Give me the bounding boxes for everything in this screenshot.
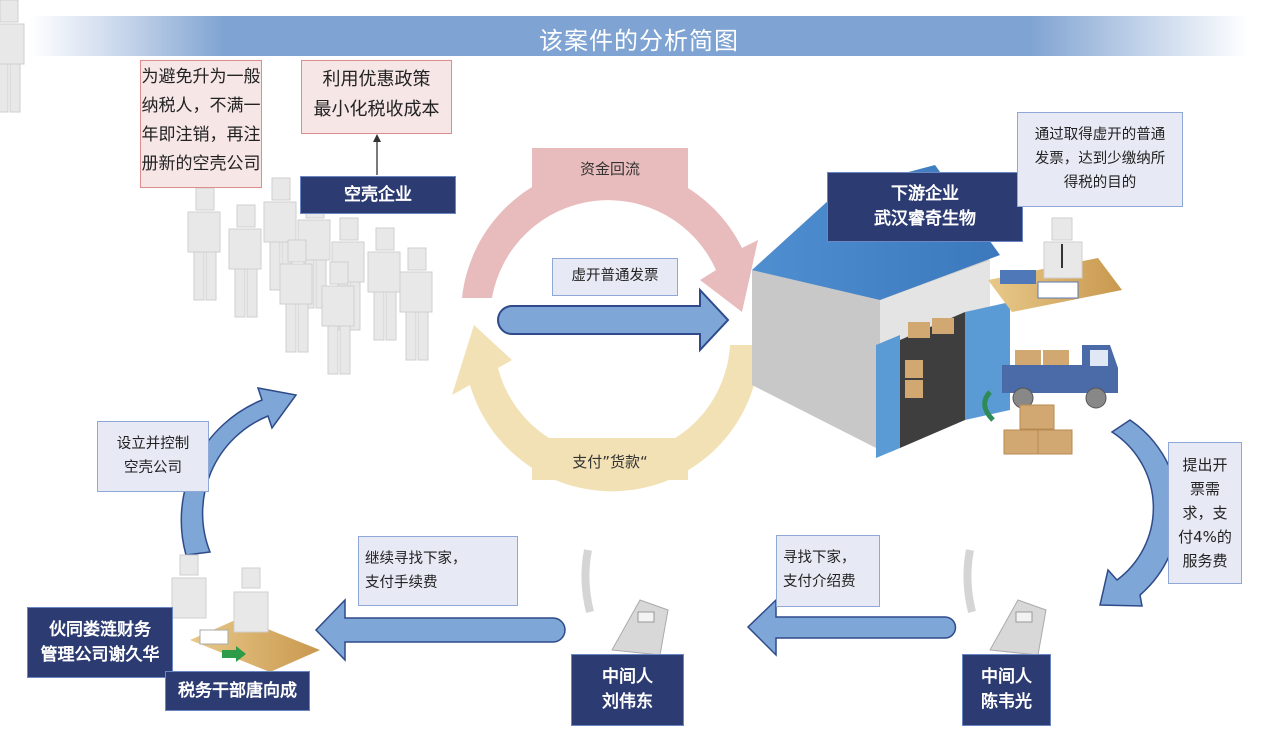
note-line: 册新的空壳公司 xyxy=(141,154,261,174)
telephone-icon-liu xyxy=(581,549,669,656)
note-line: 继续寻找下家， xyxy=(365,551,467,567)
note-line: 支付手续费 xyxy=(365,575,438,591)
note-establish-control: 设立并控制 空壳公司 xyxy=(97,421,209,492)
node-tax-official: 税务干部唐向成 xyxy=(165,671,310,711)
node-line: 下游企业 xyxy=(891,184,959,204)
title-banner: 该案件的分析简图 xyxy=(30,16,1248,56)
downstream-clerk-icon xyxy=(988,217,1122,312)
note-invoice-demand: 提出开 票需 求，支 付4%的 服务费 xyxy=(1168,442,1242,584)
node-line: 中间人 xyxy=(981,667,1032,687)
policy-connector-arrow xyxy=(373,134,381,175)
truck-icon xyxy=(1002,345,1118,409)
note-line: 纳税人，不满一 xyxy=(141,96,261,116)
invoice-demand-arrow xyxy=(1099,419,1180,607)
diagram-title: 该案件的分析简图 xyxy=(539,27,739,55)
find-buyers-arrow xyxy=(746,598,957,657)
note-line: 支付介绍费 xyxy=(783,574,856,590)
note-line: 得税的目的 xyxy=(1063,175,1137,191)
cargo-boxes-icon xyxy=(1003,404,1073,455)
node-middleman-liu: 中间人 刘伟东 xyxy=(571,654,684,726)
node-line: 管理公司谢久华 xyxy=(40,645,160,665)
node-line: 伙同娄涟财务 xyxy=(49,620,151,640)
note-avoid-general-taxpayer: 为避免升为一般 纳税人，不满一 年即注销，再注 册新的空壳公司 xyxy=(140,60,262,188)
note-line: 寻找下家， xyxy=(783,550,856,566)
node-line: 刘伟东 xyxy=(602,692,653,712)
note-line: 空壳公司 xyxy=(124,460,182,476)
note-use-preferential-policy: 利用优惠政策 最小化税收成本 xyxy=(301,60,452,134)
node-downstream-company: 下游企业 武汉睿奇生物 xyxy=(827,172,1023,242)
label-payment: 支付”货款“ xyxy=(572,453,648,471)
continue-find-buyers-arrow xyxy=(314,598,566,662)
shell-company-people-icon xyxy=(0,0,433,375)
node-line: 武汉睿奇生物 xyxy=(874,209,976,229)
node-middleman-chen: 中间人 陈韦光 xyxy=(962,654,1051,726)
note-line: 利用优惠政策 xyxy=(322,69,431,90)
note-find-buyers: 寻找下家， 支付介绍费 xyxy=(776,535,880,607)
node-line: 陈韦光 xyxy=(981,692,1032,712)
note-line: 通过取得虚开的普通 xyxy=(1034,127,1166,143)
finance-meeting-icon xyxy=(171,554,320,672)
note-line: 求，支 xyxy=(1182,504,1228,522)
note-line: 付4%的 xyxy=(1178,528,1232,546)
fake-invoice-arrow xyxy=(497,287,730,353)
note-line: 最小化税收成本 xyxy=(313,99,440,120)
loading-arrow-icon xyxy=(982,390,995,422)
fund-return-arrow xyxy=(462,148,758,312)
note-line: 发票，达到少缴纳所 xyxy=(1034,151,1166,167)
payment-arrow xyxy=(452,325,760,492)
note-downstream-goal: 通过取得虚开的普通 发票，达到少缴纳所 得税的目的 xyxy=(1017,112,1183,207)
node-shell-company: 空壳企业 xyxy=(300,176,456,214)
note-line: 提出开 xyxy=(1182,456,1228,474)
label-fund-return: 资金回流 xyxy=(579,160,640,178)
telephone-icon-chen xyxy=(963,549,1047,656)
note-line: 设立并控制 xyxy=(116,436,190,452)
note-line: 服务费 xyxy=(1182,552,1228,570)
note-continue-find-buyers: 继续寻找下家， 支付手续费 xyxy=(358,536,518,606)
label-fake-invoice: 虚开普通发票 xyxy=(552,258,678,296)
note-line: 为避免升为一般 xyxy=(141,67,261,87)
node-finance-company: 伙同娄涟财务 管理公司谢久华 xyxy=(27,607,173,678)
note-line: 年即注销，再注 xyxy=(141,125,261,145)
note-line: 票需 xyxy=(1189,480,1220,498)
node-line: 中间人 xyxy=(602,667,653,687)
